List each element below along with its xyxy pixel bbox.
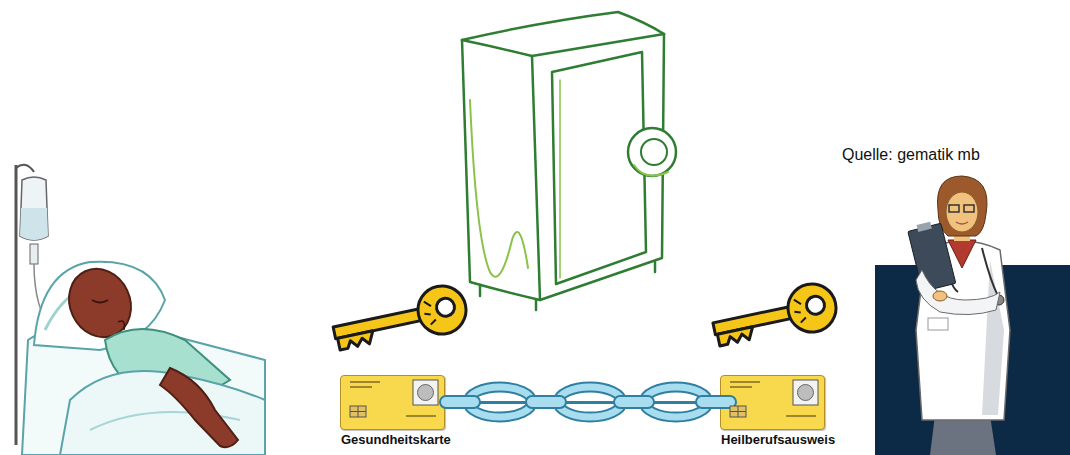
key-right-part [713,306,796,335]
health-card: Gesundheitskarte [340,375,445,430]
card-details-left [350,380,438,417]
chain-links-part [558,387,622,417]
patient-clipart-part [16,165,34,172]
patient-clipart-part [15,165,18,445]
doctor-clipart-part [933,291,947,301]
patient-clipart-part [92,300,108,303]
patient-clipart-part [20,177,48,240]
card-details-right-part [730,386,752,388]
safe-sketch-part [628,128,676,176]
safe-sketch-part [552,52,646,284]
card-details-left-part [350,386,372,388]
doctor-clipart-part [928,318,948,330]
doctor-clipart-part [907,219,956,291]
key-right-part [792,298,807,324]
doctor-clipart-part [964,205,974,212]
doctor-clipart-part [949,205,959,212]
card-details-right-part [730,406,746,417]
card-details-right-part [730,406,746,417]
key-left-part [333,308,425,339]
card-details-left-part [413,380,438,405]
doctor-clipart-part-part [917,222,932,232]
key-right-part [805,295,826,316]
patient-clipart-part [160,368,238,447]
key-left-part [422,300,437,326]
safe-sketch-part [462,40,540,300]
chain-links-part [526,396,566,408]
patient-clipart-part [20,208,48,240]
chain-links-part [440,396,480,408]
source-note: Quelle: gematik mb [842,146,980,164]
card-details-right-part [793,380,818,405]
chain-links-part [644,387,708,417]
doctor-clipart-part [946,192,978,232]
safe-sketch [462,12,676,310]
patient-clipart [16,165,265,455]
key-right [709,280,840,353]
safe-sketch-part [634,165,668,176]
key-right-part [784,280,841,337]
safe-sketch-part [480,262,655,310]
chain-links-part [468,387,532,417]
chain-links-part [468,387,532,417]
card-details-right-part [730,381,760,383]
card-caption: Gesundheitskarte [341,432,511,447]
key-left-part [435,297,456,318]
card-details-left-part [406,415,436,417]
chain-links-part [558,387,622,417]
doctor-clipart-part [916,270,1000,315]
doctor-clipart-part [956,222,968,224]
patient-clipart-part [118,321,124,330]
doctor-clipart-part [948,240,976,268]
professional-card: Heilberufsausweis [720,375,825,430]
chain-links-part [644,387,708,417]
doctor-clipart-part [930,415,996,455]
key-left-part [414,282,471,339]
key-right-part [717,327,755,346]
card-details-right-part [786,415,816,417]
patient-clipart-part [30,244,38,264]
safe-sketch-part [470,100,528,277]
chain-links [440,387,736,417]
card-details-left-part [350,406,366,417]
key-left-part [338,331,376,350]
safe-sketch-part [462,12,664,40]
card-details-left-part [350,406,366,417]
chain-links-part [614,396,654,408]
card-details-right [730,380,818,417]
doctor-clipart-part-part [908,223,956,291]
card-details-left-part [350,381,380,383]
doctor-clipart [875,176,1070,455]
doctor-clipart-part [938,176,988,236]
card-details-right-part [798,385,814,401]
key-left [329,282,470,357]
safe-sketch-part [641,139,667,165]
card-caption: Heilberufsausweis [721,432,891,447]
chain-connector [445,401,720,404]
card-details-left-part [418,385,434,401]
safe-sketch-part [559,80,561,278]
chain-links-part [696,396,736,408]
